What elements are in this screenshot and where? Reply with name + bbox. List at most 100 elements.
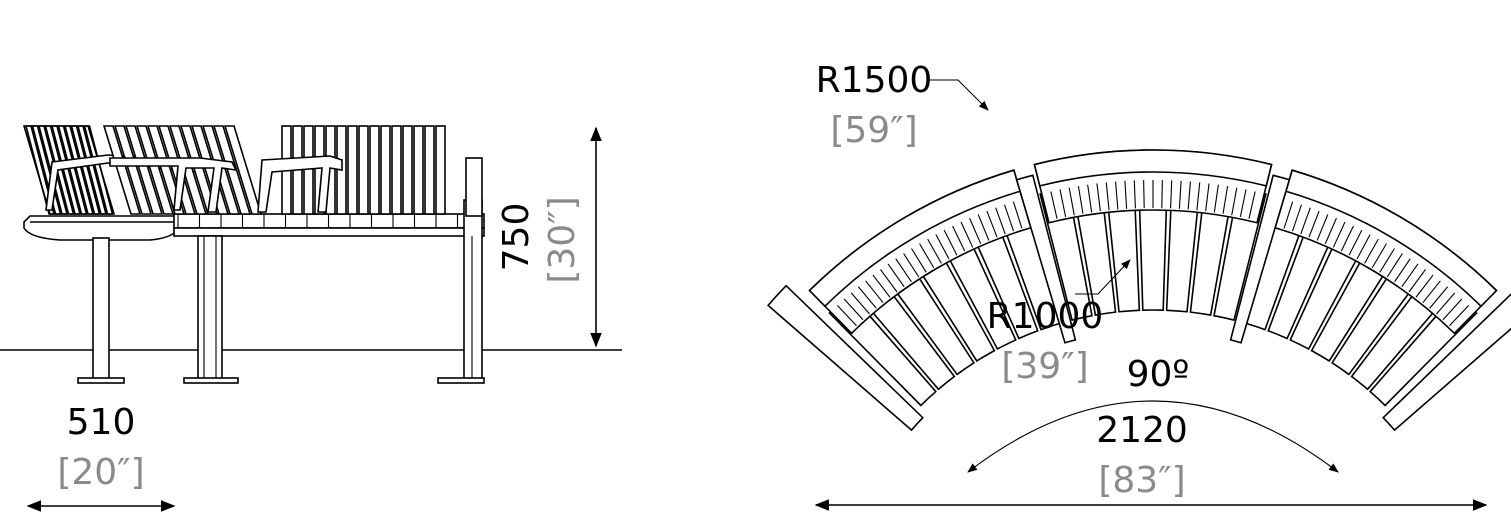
backrest-slat bbox=[1068, 187, 1075, 216]
seat-post bbox=[92, 237, 110, 381]
backrest-slat bbox=[1196, 182, 1201, 211]
backrest-slat bbox=[113, 125, 153, 215]
backrest-slat bbox=[1371, 243, 1387, 269]
inner-radius-imperial: [39″] bbox=[1001, 346, 1088, 387]
backrest-slat bbox=[1213, 184, 1219, 213]
backrest-slat bbox=[1300, 207, 1311, 235]
backrest-slat bbox=[1324, 217, 1337, 245]
backrest-slat bbox=[1096, 183, 1101, 212]
backrest-slat bbox=[843, 298, 864, 321]
backrest-top-rail bbox=[1033, 149, 1273, 187]
backrest-slat bbox=[347, 125, 358, 215]
backrest-slat bbox=[911, 248, 927, 273]
backrest-slat bbox=[1050, 191, 1058, 219]
backrest-slat bbox=[1077, 186, 1084, 214]
backrest-slat bbox=[960, 221, 974, 248]
backrest-slat bbox=[880, 269, 898, 293]
height-value: 750 bbox=[496, 203, 537, 272]
height-dimension: 750 [30″] bbox=[496, 126, 602, 348]
backrest-top-rail bbox=[1284, 169, 1498, 308]
connector-post bbox=[1229, 174, 1291, 344]
backrest-slat bbox=[102, 125, 142, 215]
backrest-slat bbox=[887, 263, 905, 288]
backrest-slat bbox=[1133, 180, 1136, 209]
backrest-slat bbox=[413, 125, 424, 215]
backrest-slat bbox=[1143, 180, 1145, 209]
backrest-slat bbox=[1291, 204, 1303, 232]
backrest-slat bbox=[995, 207, 1006, 235]
angle-dimension: 90º 2120 [83″] bbox=[814, 354, 1488, 511]
backrest-slat bbox=[952, 225, 966, 252]
backrest-slat bbox=[872, 274, 891, 298]
bench-leg-left bbox=[197, 235, 223, 381]
bench-end-post bbox=[465, 157, 483, 217]
backrest-slat bbox=[1429, 286, 1449, 309]
connector-post bbox=[1015, 174, 1077, 344]
backrest-slat bbox=[223, 125, 263, 215]
bench-base-left bbox=[183, 377, 239, 384]
backrest-slat bbox=[969, 217, 982, 245]
backrest-slat bbox=[1161, 180, 1163, 209]
backrest-slat bbox=[1415, 274, 1434, 298]
bench-rail bbox=[173, 227, 485, 237]
backrest-slat bbox=[850, 292, 870, 315]
backrest-slat bbox=[124, 125, 164, 215]
backrest-slat bbox=[865, 280, 884, 304]
backrest-slat bbox=[935, 234, 950, 260]
bench-end-frame bbox=[1382, 293, 1511, 432]
long-bench bbox=[102, 125, 485, 384]
depth-value: 510 bbox=[67, 402, 136, 443]
bench-base-right bbox=[437, 377, 485, 384]
backrest-slat bbox=[1283, 201, 1294, 229]
curved-bench-plan bbox=[766, 149, 1511, 432]
bench-seat-slats bbox=[177, 214, 459, 228]
backrest-slat bbox=[927, 238, 942, 264]
backrest-slat bbox=[1239, 189, 1247, 218]
backrest-slat bbox=[1386, 253, 1403, 278]
backrest-slat bbox=[1178, 180, 1182, 209]
backrest-slat bbox=[1059, 189, 1067, 218]
bench-end-frame bbox=[766, 284, 924, 432]
angle-value: 90º bbox=[1127, 354, 1190, 395]
bench-leg-right bbox=[463, 199, 483, 381]
backrest-slat bbox=[977, 214, 990, 241]
outer-radius-label: R1500 [59″] bbox=[816, 60, 989, 151]
height-imperial: [30″] bbox=[542, 196, 583, 283]
backrest-slat bbox=[135, 125, 175, 215]
side-view: 750 [30″] 510 [20″] bbox=[0, 125, 622, 512]
inner-radius-label: R1000 [39″] bbox=[987, 259, 1131, 387]
backrest-slat bbox=[369, 125, 380, 215]
backrest-slat bbox=[1408, 269, 1426, 293]
backrest-slat bbox=[903, 253, 920, 278]
outer-radius-value: R1500 bbox=[816, 60, 933, 101]
backrest-slat bbox=[1231, 187, 1238, 216]
backrest-slat bbox=[1205, 183, 1210, 212]
backrest-slat bbox=[1087, 184, 1093, 213]
backrest-slat bbox=[986, 210, 998, 238]
plan-view: R1500 [59″] R1000 [39″] 90º 2120 [83″] bbox=[766, 60, 1511, 511]
backrest-slat bbox=[1105, 182, 1110, 211]
backrest-slat bbox=[1340, 225, 1354, 252]
outer-radius-imperial: [59″] bbox=[830, 110, 917, 151]
backrest-slat bbox=[1124, 180, 1128, 209]
armrest-right bbox=[257, 155, 343, 213]
backrest-slat bbox=[1256, 193, 1265, 221]
depth-dimension: 510 [20″] bbox=[26, 402, 176, 512]
backrest-slat bbox=[895, 258, 912, 283]
backrest-slat bbox=[358, 125, 369, 215]
backrest-slat bbox=[1012, 201, 1023, 229]
armrest-middle bbox=[109, 157, 238, 213]
backrest-slat bbox=[1442, 298, 1463, 321]
inner-radius-value: R1000 bbox=[987, 296, 1104, 337]
backrest-slat bbox=[1308, 210, 1320, 238]
backrest-slat bbox=[391, 125, 402, 215]
backrest-left bbox=[22, 125, 116, 215]
backrest-slat bbox=[1436, 292, 1456, 315]
backrest-slat bbox=[857, 286, 877, 309]
backrest-slat bbox=[830, 311, 851, 333]
backrest-slat bbox=[1379, 248, 1395, 273]
backrest-slat bbox=[1422, 280, 1441, 304]
backrest-slat bbox=[1455, 311, 1476, 333]
backrest-slat bbox=[402, 125, 413, 215]
